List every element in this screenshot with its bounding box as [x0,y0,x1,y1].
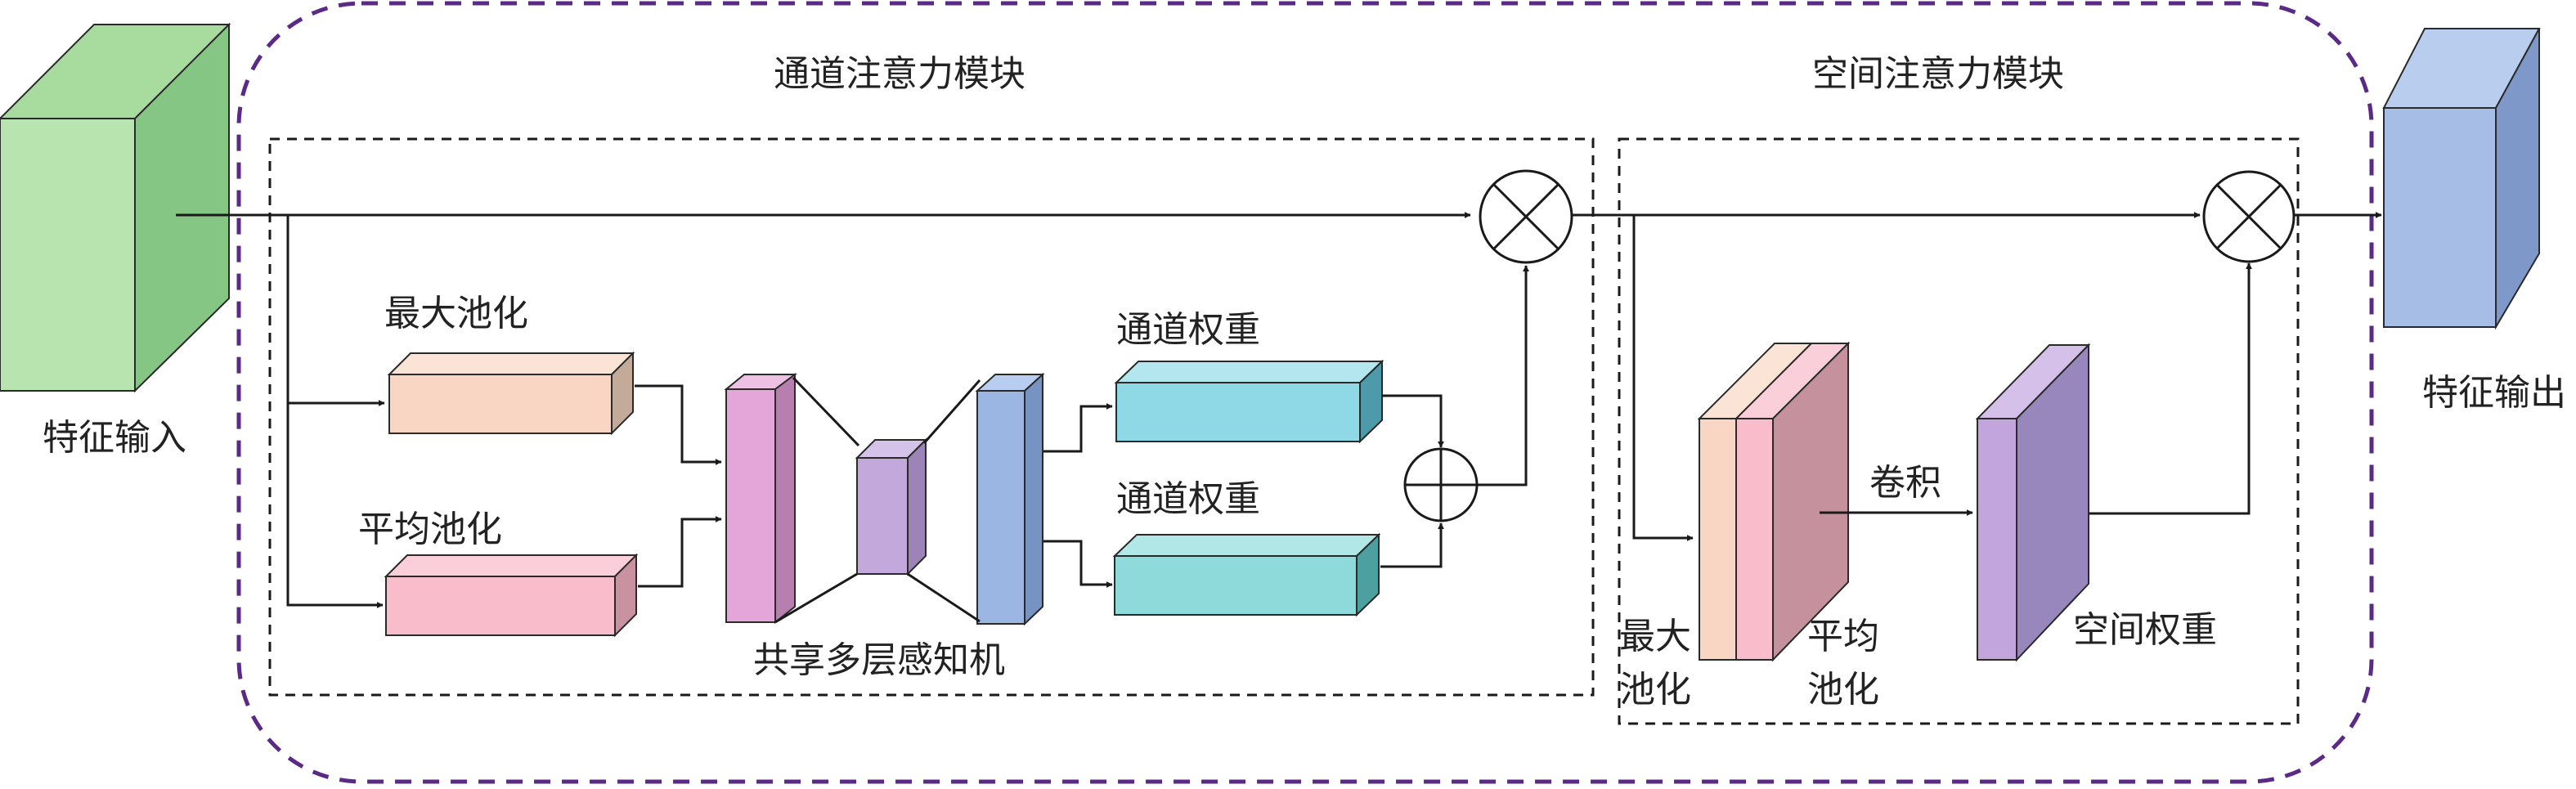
channel-multiply-operator [1479,169,1573,264]
spatial-module-box [1618,137,2300,725]
shared-mlp-connections [774,376,981,624]
branch-to-spatial-pool [1632,215,1694,541]
shared-mlp-output-layer [975,372,1045,626]
spatial-multiply-operator [2202,170,2296,263]
channel-max-pool-label: 最大池化 [384,293,528,334]
channel-weight-label-bottom: 通道权重 [1116,478,1260,520]
mlp-to-weight-top-connector [1043,403,1113,453]
channel-module-box [268,137,1595,697]
branch-to-maxpool [286,215,385,406]
weight-top-to-add-connector [1382,394,1444,448]
spatial-max-pool-label-line1: 最大 [1619,616,1691,657]
shared-mlp-hidden-layer [855,437,928,576]
avgpool-to-mlp-connector [638,516,722,588]
spatial-avg-pool-label-line1: 平均 [1807,616,1879,657]
channel-weight-label-top: 通道权重 [1116,309,1260,351]
spatial-module-title: 空间注意力模块 [1812,53,2064,95]
input-feature-cube [0,22,231,393]
spatial-weight-block [1975,343,2091,662]
output-feature-cube [2382,28,2541,330]
spatial-pool-stack [1697,341,1851,662]
channel-avg-pool-label: 平均池化 [358,509,502,550]
spatial-max-pool-label-line2: 池化 [1619,669,1691,711]
channel-add-operator [1403,447,1479,522]
spatial-weight-to-multiply-connector [2089,262,2252,515]
channel-weight-block-bottom [1112,532,1381,617]
input-label: 特征输入 [43,417,186,459]
output-label: 特征输出 [2422,372,2566,414]
channel-max-pool-block [387,351,635,436]
spatial-avg-pool-label-line2: 池化 [1807,669,1879,711]
spatial-weight-label: 空间权重 [2073,609,2217,651]
branch-to-avgpool [286,403,384,608]
outer-module-border [236,1,2374,784]
weight-bottom-to-add-connector [1380,522,1444,568]
mlp-to-weight-bottom-connector [1043,540,1113,588]
shared-mlp-label: 共享多层感知机 [753,639,1005,681]
channel-weight-block-top [1114,359,1384,444]
maxpool-to-mlp-connector [635,384,722,465]
shared-mlp-input-layer [724,373,797,625]
conv-label: 卷积 [1869,462,1941,504]
add-to-multiply-connector [1477,265,1529,486]
channel-avg-pool-block [384,553,639,638]
channel-module-title: 通道注意力模块 [774,53,1025,95]
